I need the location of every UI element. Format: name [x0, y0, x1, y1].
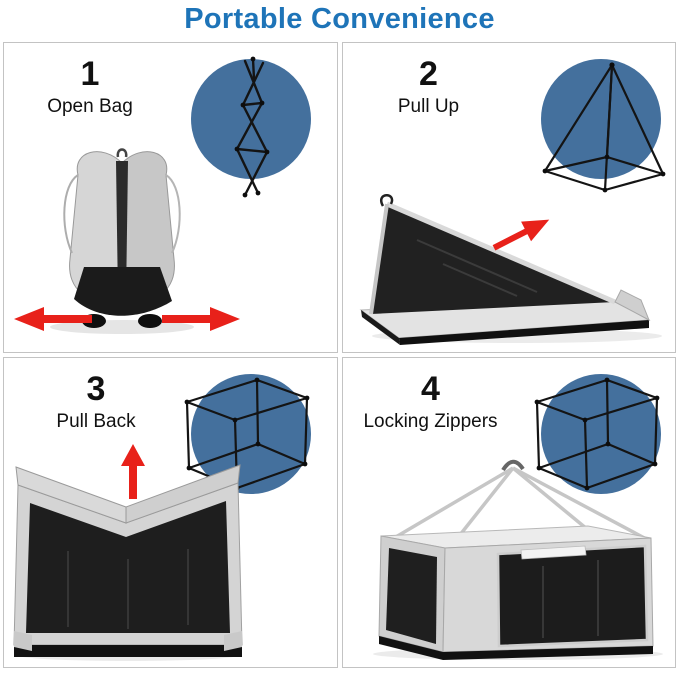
step-number: 1: [80, 55, 100, 93]
step-label: Pull Up: [397, 96, 460, 118]
steps-grid: 1 Open Bag: [0, 42, 679, 671]
open-left-arrow-icon: [14, 307, 92, 331]
half-opened-crate-photo: [359, 194, 662, 345]
step-header: 3 Pull Back: [20, 370, 172, 433]
assembled-crate-photo: [372, 459, 663, 660]
half-raised-frame-icon: [542, 62, 666, 193]
step-header: 2 Pull Up: [353, 55, 505, 118]
frame-diagram-zone: [165, 368, 321, 520]
frame-diagram-zone: [515, 53, 671, 205]
step-panel-pull-up: 2 Pull Up: [341, 42, 676, 353]
step-number: 4: [421, 370, 440, 408]
folded-crate-photo: [50, 148, 194, 334]
step-panel-pull-back: 3 Pull Back: [3, 357, 338, 668]
step-number: 2: [419, 55, 438, 93]
collapsed-frame-icon: [234, 56, 269, 198]
step-header: 4 Locking Zippers: [345, 370, 517, 433]
folding-crate-photo: [13, 464, 243, 661]
page-title: Portable Convenience: [184, 3, 495, 35]
step-label: Locking Zippers: [363, 411, 498, 433]
cube-frame-icon: [534, 377, 660, 491]
open-right-arrow-icon: [162, 307, 240, 331]
step-panel-open-bag: 1 Open Bag: [3, 42, 338, 353]
frame-diagram-zone: [165, 53, 321, 205]
frame-diagram-zone: [515, 368, 671, 520]
step-number: 3: [86, 370, 106, 408]
pull-back-arrow-icon: [121, 444, 145, 499]
step-panel-locking-zippers: 4 Locking Zippers: [341, 357, 676, 668]
step-label: Open Bag: [47, 96, 133, 118]
pull-up-arrow-icon: [492, 219, 549, 251]
step-header: 1 Open Bag: [14, 55, 166, 118]
step-label: Pull Back: [56, 411, 136, 433]
